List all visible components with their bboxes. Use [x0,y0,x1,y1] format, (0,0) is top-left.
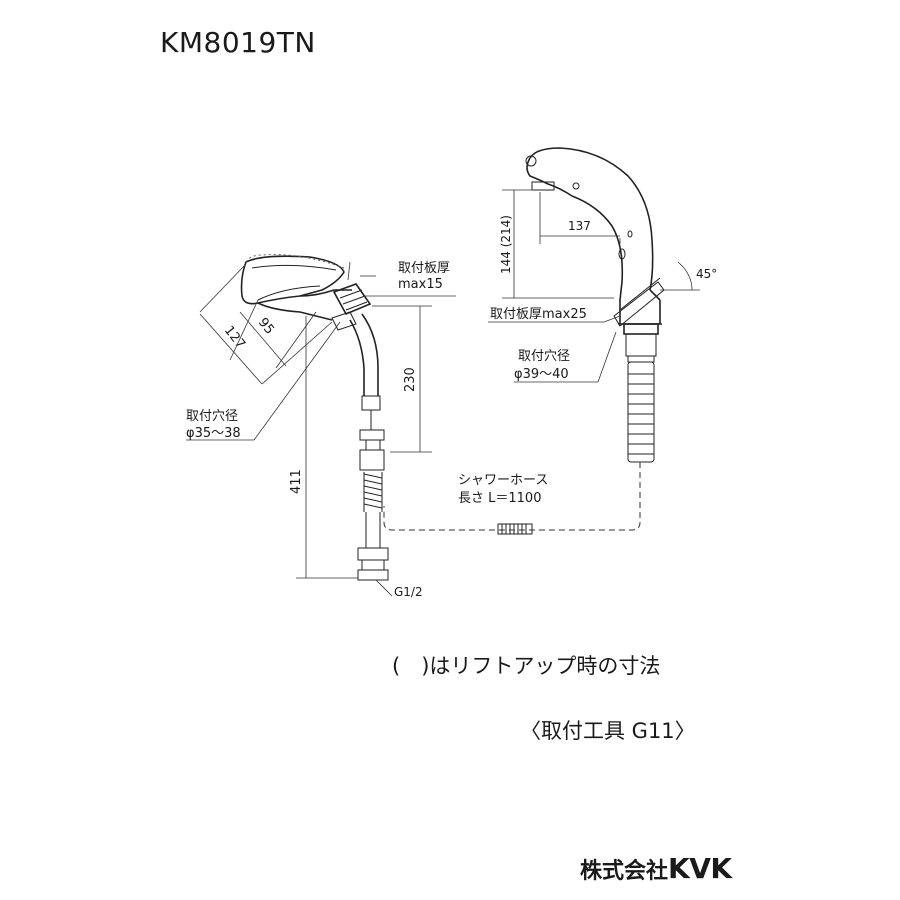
tool-note: 〈取付工具 G11〉 [520,719,696,743]
right-hole-label: 取付穴径 [518,349,570,364]
dim-230: 230 [403,367,418,392]
shower-hose-path [383,462,641,535]
left-plate-label: 取付板厚 [398,261,450,276]
dim-144-214: 144 (214) [499,215,513,274]
right-hole-value: φ39～40 [514,367,569,382]
hose-label: シャワーホース [458,473,548,488]
left-plate-value: max15 [398,277,443,292]
left-dimensions [186,261,456,597]
hose-length: 長さ L＝1100 [458,491,541,506]
brand-logo: 株式会社KVK [580,852,732,885]
right-plate-label: 取付板厚max25 [490,307,587,322]
dim-127: 127 [221,323,248,352]
left-faucet-body [240,254,389,581]
model-number: KM8019TN [160,26,316,59]
brand-prefix: 株式会社 [580,859,669,884]
angle-45: 45° [696,267,717,281]
thread-size: G1/2 [394,585,423,599]
dim-137: 137 [568,219,591,233]
right-faucet-body [525,147,665,463]
dim-411: 411 [289,469,304,494]
brand-mark: KVK [668,852,732,885]
lift-up-note: ( )はリフトアップ時の寸法 [392,654,661,678]
dim-95: 95 [255,315,277,337]
right-dimensions [488,189,700,383]
left-hole-value: φ35～38 [186,426,241,441]
left-hole-label: 取付穴径 [186,409,238,424]
labels: 取付板厚 max15 95 127 230 411 取付穴径 φ35～38 G1… [186,215,717,599]
